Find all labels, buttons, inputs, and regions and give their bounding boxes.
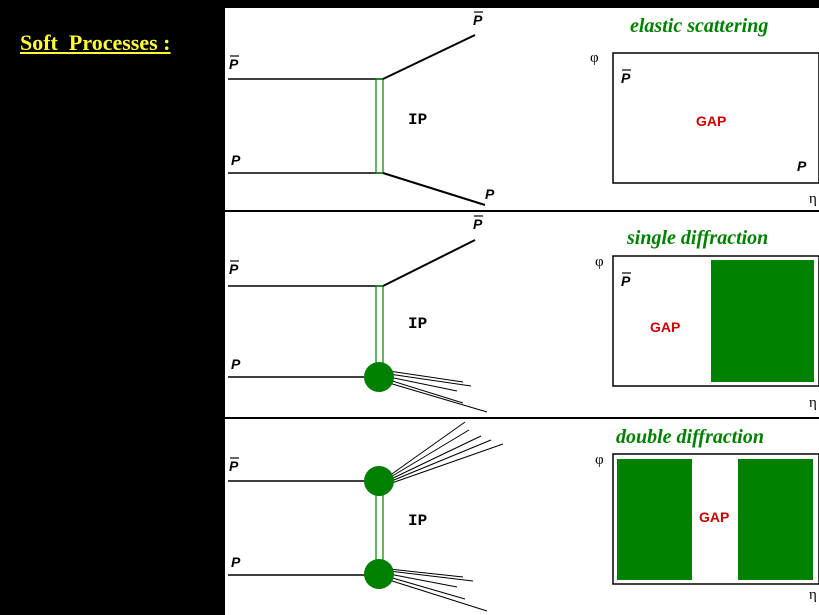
axis-eta: η [809, 395, 817, 411]
pomeron-ladder [375, 78, 384, 174]
pomeron-label: IP [408, 512, 427, 530]
diffraction-diagram: P P P P IP elastic scattering φ η P P GA… [225, 8, 819, 615]
gap-label: GAP [650, 319, 680, 335]
panel-elastic [225, 8, 819, 210]
label-pbar-in: P [229, 56, 239, 72]
activity-region [617, 459, 692, 580]
gap-label: GAP [699, 509, 729, 525]
panel-double [225, 419, 819, 615]
label-pbar-out: P [473, 12, 483, 28]
activity-region [738, 459, 813, 580]
pomeron-label: IP [408, 111, 427, 129]
label-p-in: P [231, 152, 241, 168]
plot-label-pbar: P [621, 70, 631, 86]
feynman-double [228, 421, 504, 612]
feynman-elastic [228, 34, 486, 206]
pomeron-label: IP [408, 315, 427, 333]
label-pbar-in: P [229, 458, 239, 474]
axis-eta: η [809, 587, 817, 603]
feynman-single [228, 239, 488, 413]
label-pbar-out: P [473, 216, 483, 232]
dissociation-blob [364, 466, 394, 496]
gap-label: GAP [696, 113, 726, 129]
eta-phi-plot [612, 255, 819, 387]
label-pbar-in: P [229, 261, 239, 277]
dissociation-blob [364, 362, 394, 392]
plot-label-p: P [797, 158, 807, 174]
plot-label-pbar: P [621, 273, 631, 289]
axis-phi: φ [590, 50, 599, 66]
activity-region [711, 260, 814, 382]
title-elastic: elastic scattering [630, 15, 768, 37]
axis-phi: φ [595, 254, 604, 270]
section-title: Soft Processes : [20, 30, 171, 55]
eta-phi-plot [612, 453, 819, 585]
title-double: double diffraction [616, 426, 764, 448]
axis-phi: φ [595, 452, 604, 468]
label-p-in: P [231, 356, 241, 372]
eta-phi-plot [612, 52, 819, 184]
dissociation-blob [364, 559, 394, 589]
axis-eta: η [809, 191, 817, 207]
title-single: single diffraction [626, 227, 768, 249]
label-p-out: P [485, 186, 495, 202]
label-p-in: P [231, 554, 241, 570]
